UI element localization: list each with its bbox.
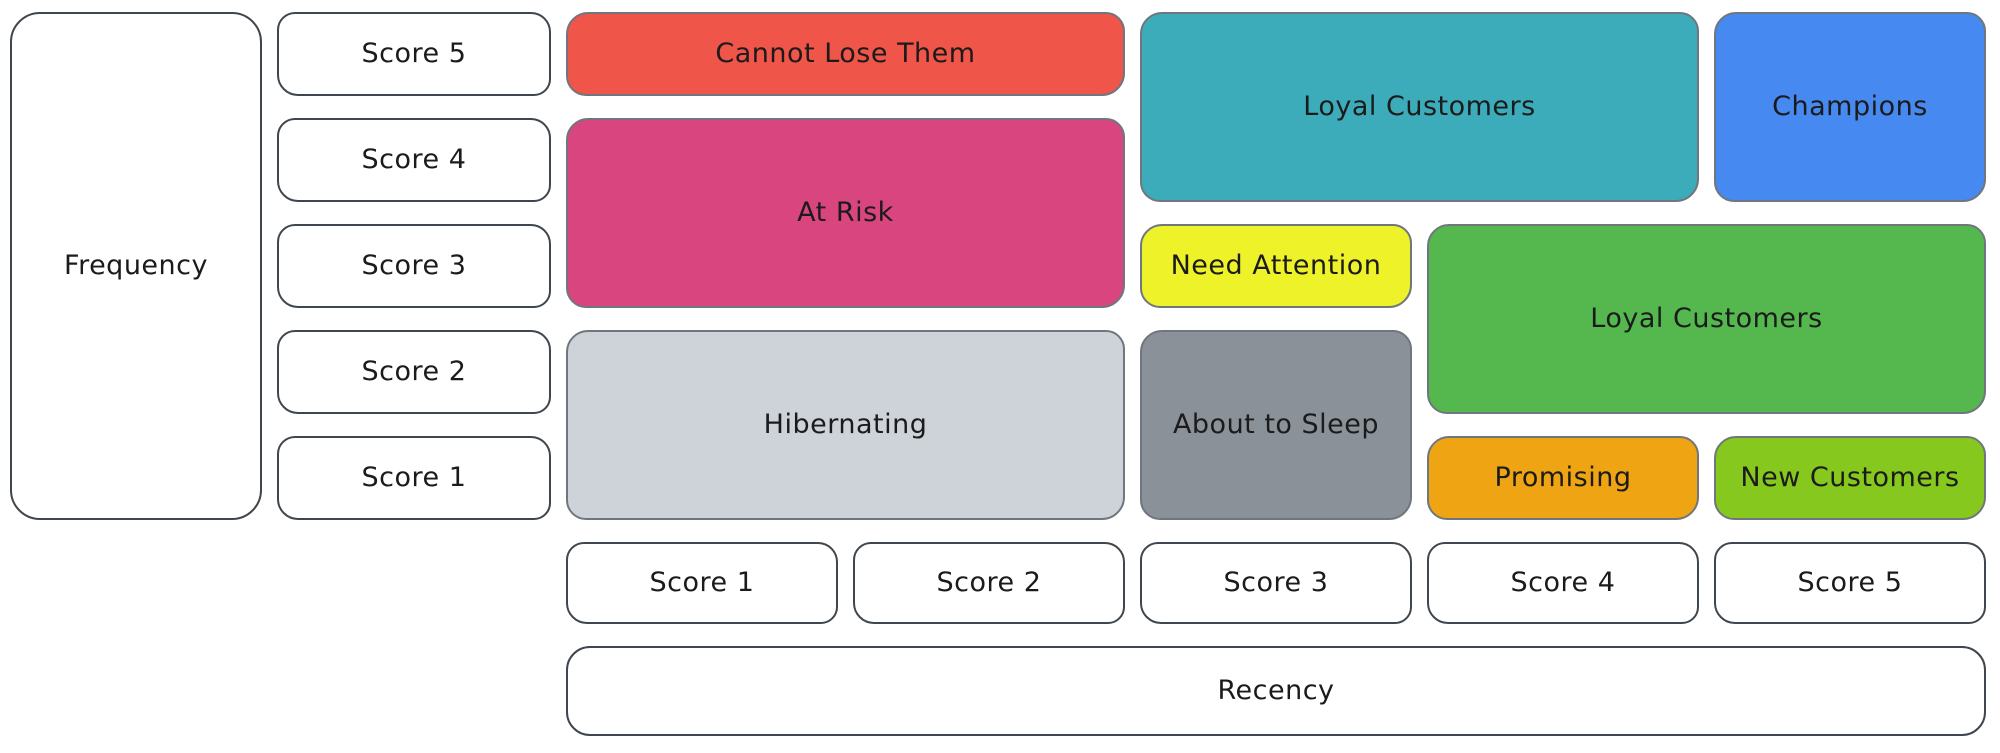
segment-champions: Champions	[1714, 12, 1986, 202]
frequency-score-1: Score 1	[277, 436, 551, 520]
recency-axis-label: Recency	[566, 646, 1986, 736]
segment-hibernating: Hibernating	[566, 330, 1125, 520]
recency-score-3: Score 3	[1140, 542, 1412, 624]
frequency-score-4: Score 4	[277, 118, 551, 202]
segment-at-risk: At Risk	[566, 118, 1125, 308]
segment-about-to-sleep: About to Sleep	[1140, 330, 1412, 520]
recency-score-1: Score 1	[566, 542, 838, 624]
recency-score-4: Score 4	[1427, 542, 1699, 624]
segment-loyal-customers-top: Loyal Customers	[1140, 12, 1699, 202]
segment-cannot-lose-them: Cannot Lose Them	[566, 12, 1125, 96]
segment-need-attention: Need Attention	[1140, 224, 1412, 308]
segment-loyal-customers-right: Loyal Customers	[1427, 224, 1986, 414]
segment-promising: Promising	[1427, 436, 1699, 520]
recency-score-2: Score 2	[853, 542, 1125, 624]
frequency-score-2: Score 2	[277, 330, 551, 414]
recency-score-5: Score 5	[1714, 542, 1986, 624]
segment-new-customers: New Customers	[1714, 436, 1986, 520]
frequency-score-3: Score 3	[277, 224, 551, 308]
frequency-score-5: Score 5	[277, 12, 551, 96]
frequency-axis-label: Frequency	[10, 12, 262, 520]
